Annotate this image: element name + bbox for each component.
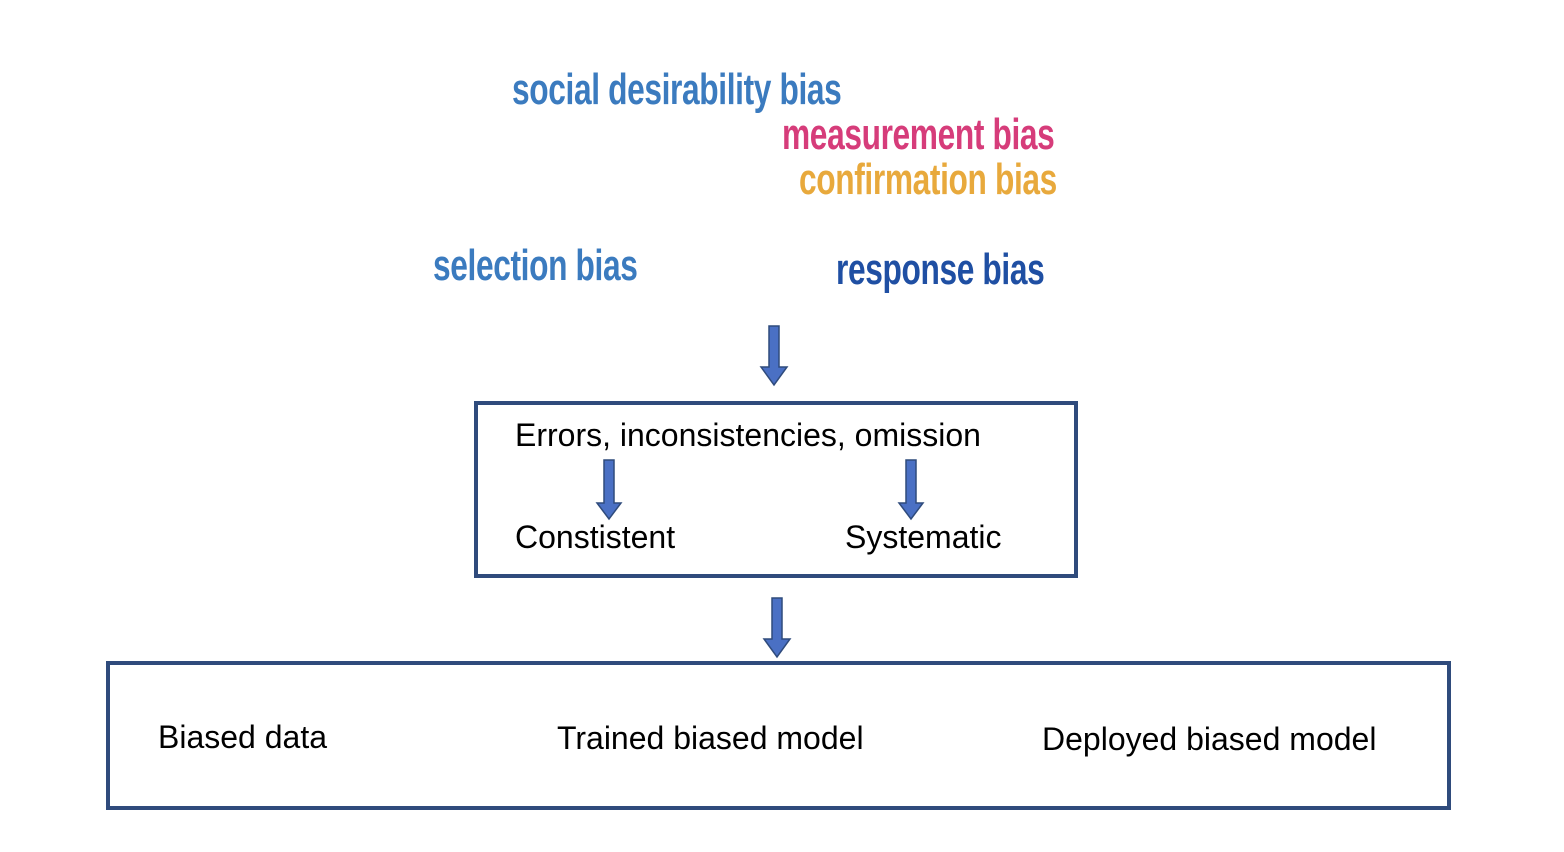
bias-measurement: measurement bias (782, 110, 1055, 159)
down-arrow-icon (897, 459, 925, 521)
errors-box (474, 401, 1078, 578)
outcome-box (106, 661, 1451, 810)
bias-selection: selection bias (433, 241, 638, 290)
down-arrow-icon (762, 597, 792, 659)
trained-biased-model-label: Trained biased model (557, 720, 864, 756)
deployed-biased-model-label: Deployed biased model (1042, 721, 1377, 757)
down-arrow-icon (759, 325, 789, 387)
errors-heading: Errors, inconsistencies, omission (515, 417, 981, 453)
biased-data-label: Biased data (158, 719, 328, 755)
down-arrow-icon (595, 459, 623, 521)
bias-response: response bias (836, 245, 1045, 294)
bias-confirmation: confirmation bias (799, 155, 1057, 204)
bias-social-desirability: social desirability bias (512, 65, 842, 114)
systematic-label: Systematic (845, 519, 1002, 555)
consistent-label: Constistent (515, 519, 676, 555)
